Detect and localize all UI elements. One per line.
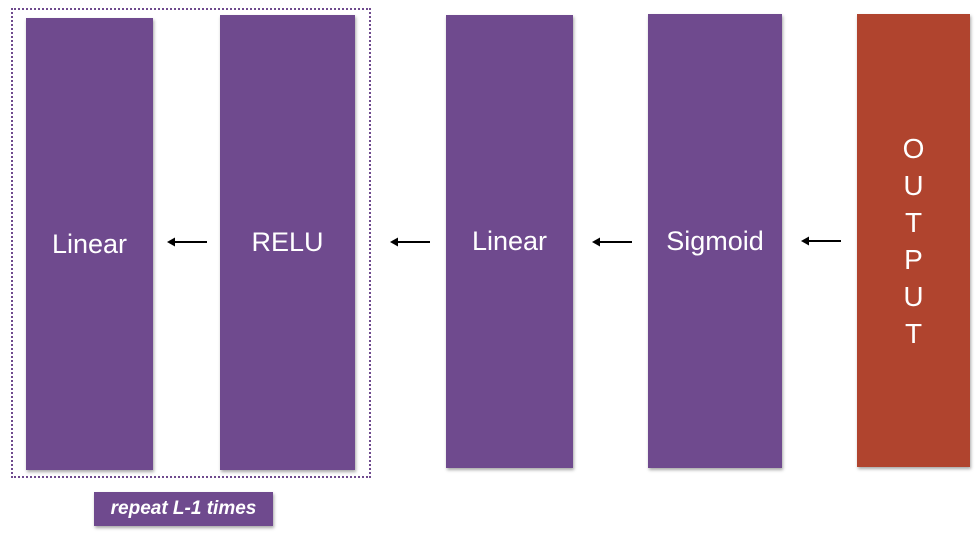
block-linear-1: Linear: [26, 18, 153, 470]
output-letter-6: T: [904, 317, 923, 349]
block-sigmoid-label: Sigmoid: [666, 225, 764, 256]
output-letter-3: T: [904, 206, 923, 238]
output-letter-4: P: [904, 243, 923, 275]
block-sigmoid: Sigmoid: [648, 14, 782, 468]
block-relu: RELU: [220, 15, 355, 470]
block-linear-2: Linear: [446, 15, 573, 468]
arrow-linear-to-relu: [390, 237, 430, 247]
block-output: O U T P U T: [857, 14, 970, 467]
arrow-output-to-sigmoid: [801, 236, 841, 246]
arrow-relu-to-linear: [167, 237, 207, 247]
arrow-sigmoid-to-linear: [592, 237, 632, 247]
block-relu-label: RELU: [251, 227, 324, 257]
output-letter-1: O: [902, 132, 925, 164]
repeat-group-border: [11, 8, 371, 478]
repeat-label: repeat L-1 times: [94, 492, 273, 526]
output-letter-5: U: [903, 280, 924, 312]
output-letter-2: U: [903, 169, 924, 201]
block-linear-2-label: Linear: [471, 226, 548, 256]
block-linear-1-label: Linear: [51, 228, 128, 259]
repeat-label-text: repeat L-1 times: [110, 498, 257, 519]
